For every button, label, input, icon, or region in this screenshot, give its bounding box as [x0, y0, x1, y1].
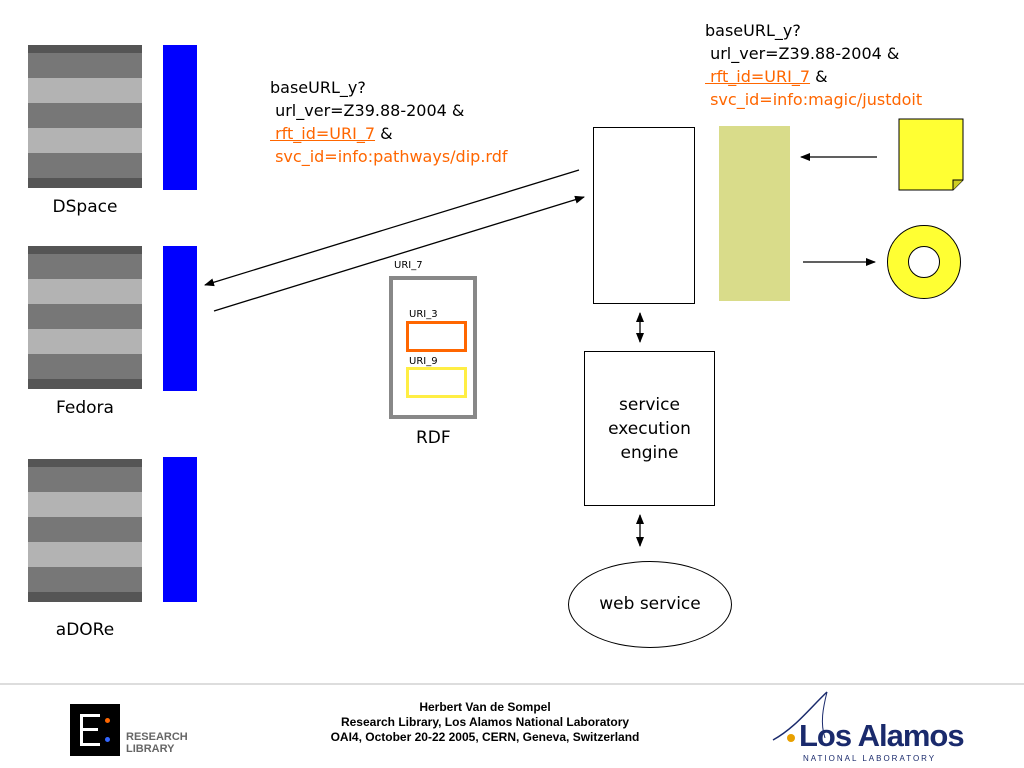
dspace-bar — [163, 45, 197, 190]
fedora-bar — [163, 246, 197, 391]
rdf-outer-label: URI_7 — [394, 260, 423, 271]
los-alamos-orbit-icon — [772, 691, 828, 742]
rdf-inner1-label: URI_3 — [409, 309, 438, 320]
request-right-amp: & — [810, 67, 828, 86]
research-library-logo: RESEARCH LIBRARY — [70, 704, 220, 756]
footer-event: OAI4, October 20-22 2005, CERN, Geneva, … — [330, 730, 640, 744]
rdf-inner2-box — [406, 367, 467, 398]
request-left: baseURL_y? url_ver=Z39.88-2004 & rft_id=… — [270, 76, 507, 168]
web-service: web service — [568, 561, 732, 648]
document-note-icon — [898, 118, 964, 191]
fedora-stack — [28, 246, 142, 389]
los-alamos-logo: Los Alamos NATIONAL LABORATORY — [765, 688, 970, 764]
request-right-rft: rft_id=URI_7 — [705, 67, 811, 86]
request-left-rft: rft_id=URI_7 — [270, 124, 376, 143]
rdf-frame — [389, 276, 477, 419]
resolver-box — [593, 127, 695, 304]
footer-credits: Herbert Van de Sompel Research Library, … — [290, 700, 680, 745]
arrow-request-from-fedora — [213, 195, 585, 312]
engine-line2: execution — [608, 419, 691, 439]
research-library-text: RESEARCH LIBRARY — [126, 731, 188, 755]
service-panel — [719, 126, 790, 301]
adore-bar — [163, 457, 197, 602]
request-left-amp: & — [375, 124, 393, 143]
los-alamos-subtitle: NATIONAL LABORATORY — [803, 754, 937, 763]
request-right-line1: baseURL_y? — [705, 21, 801, 40]
dspace-stack — [28, 45, 142, 188]
research-library-mark-icon — [70, 704, 120, 756]
adore-label: aDORe — [55, 620, 115, 640]
request-left-svc: svc_id=info:pathways/dip.rdf — [270, 147, 508, 166]
service-execution-engine: service execution engine — [584, 351, 715, 506]
rdf-inner1-box — [406, 321, 467, 352]
footer-affiliation: Research Library, Los Alamos National La… — [340, 715, 630, 729]
web-service-label: web service — [599, 594, 701, 614]
request-right-svc: svc_id=info:magic/justdoit — [705, 90, 923, 109]
engine-line3: engine — [620, 443, 679, 463]
request-right-line2: url_ver=Z39.88-2004 & — [705, 44, 900, 63]
fedora-label: Fedora — [56, 398, 114, 418]
engine-line1: service — [619, 395, 680, 415]
dspace-label: DSpace — [52, 197, 118, 217]
request-left-line2: url_ver=Z39.88-2004 & — [270, 101, 465, 120]
arrow-response-to-fedora — [204, 169, 580, 287]
rdf-inner2-label: URI_9 — [409, 356, 438, 367]
request-left-line1: baseURL_y? — [270, 78, 366, 97]
request-right: baseURL_y? url_ver=Z39.88-2004 & rft_id=… — [705, 19, 922, 111]
adore-stack — [28, 459, 142, 602]
los-alamos-wordmark: Los Alamos — [799, 718, 965, 753]
rdf-caption: RDF — [416, 428, 451, 448]
footer-author: Herbert Van de Sompel — [419, 700, 551, 714]
